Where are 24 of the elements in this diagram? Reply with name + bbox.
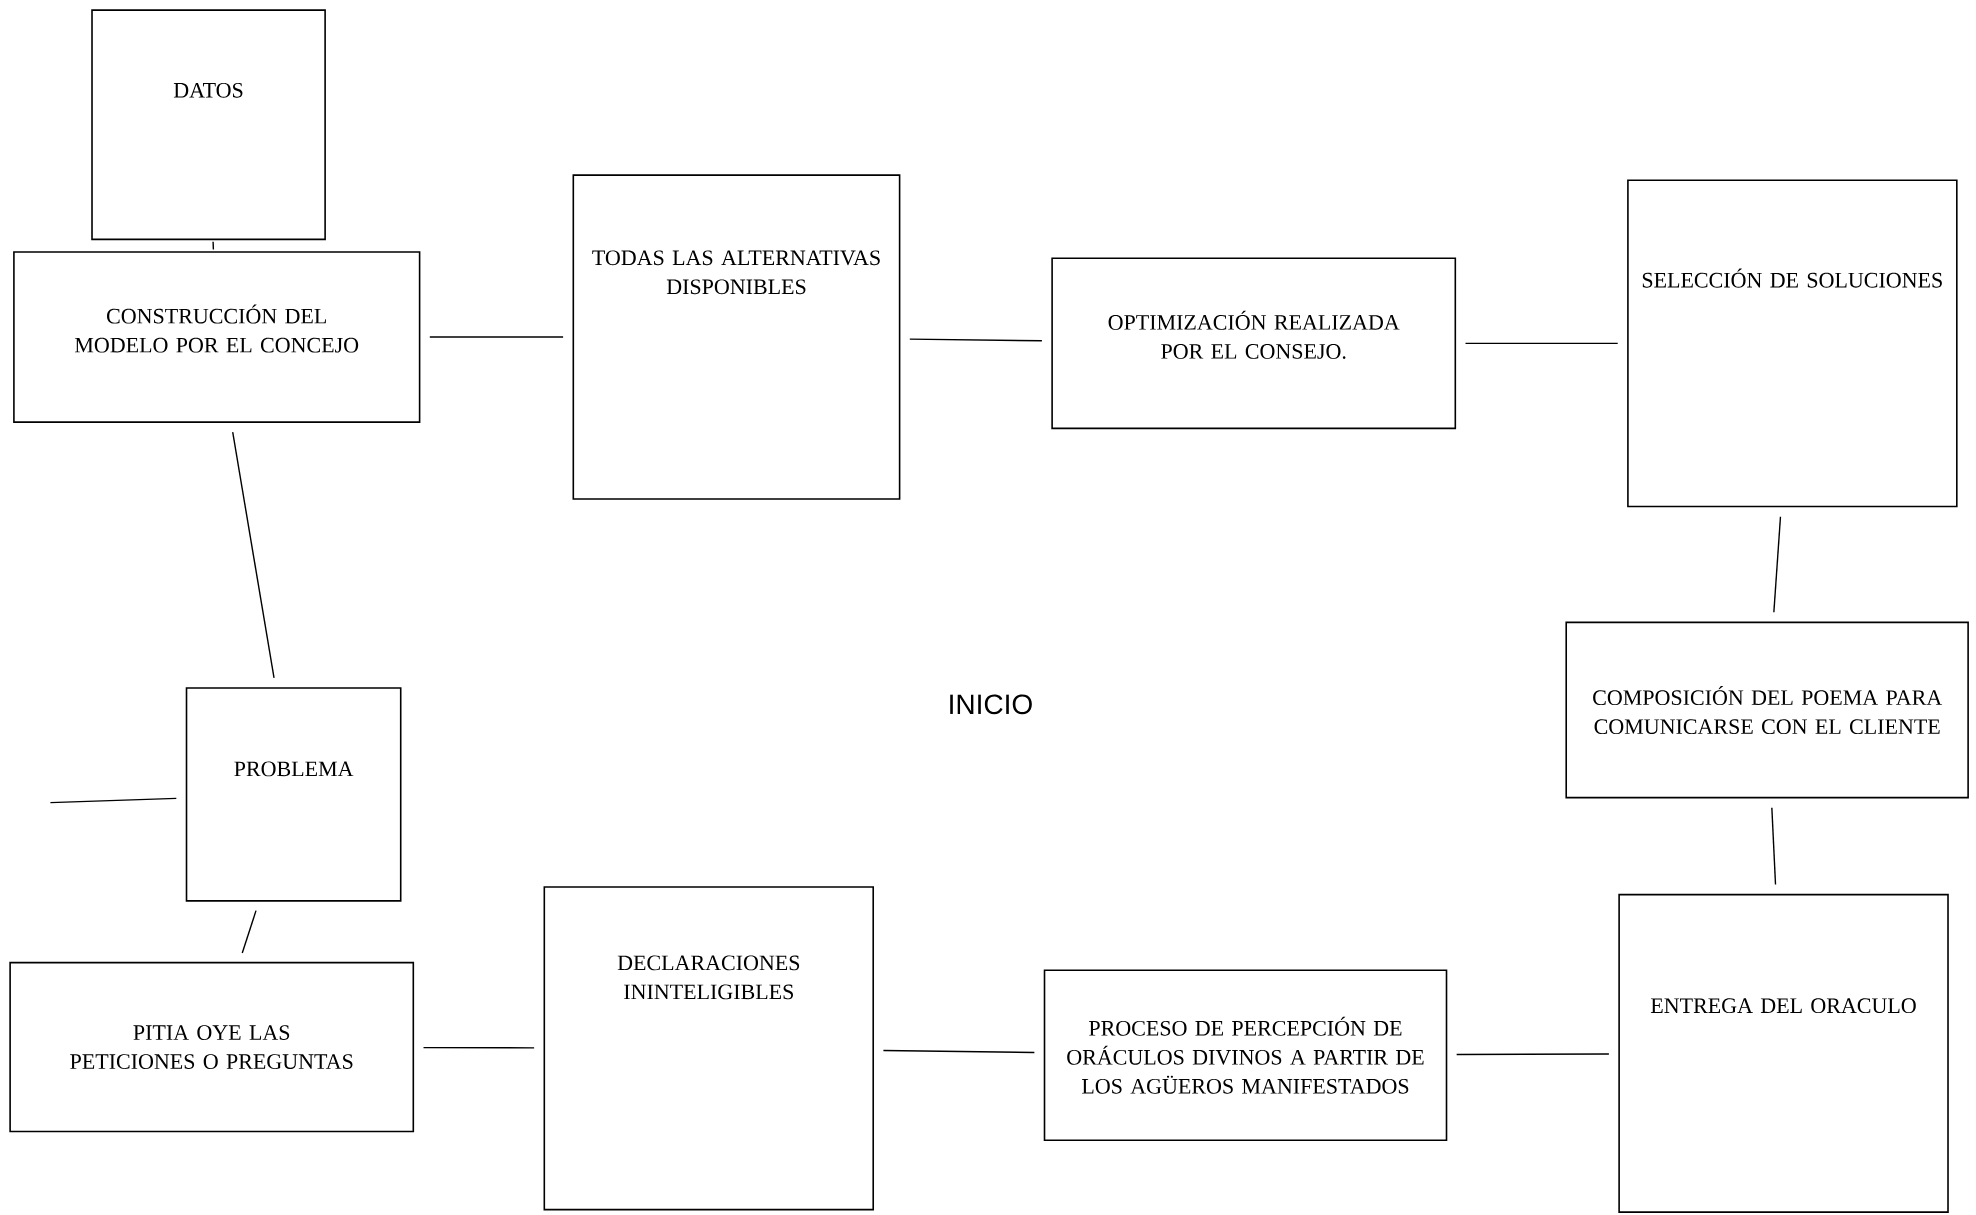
process-box: TODAS LAS ALTERNATIVAS DISPONIBLES xyxy=(572,174,901,500)
start-label: INICIO xyxy=(950,694,1032,715)
connector-line xyxy=(241,909,257,954)
connector-line xyxy=(1773,515,1782,613)
connector-line xyxy=(1455,1053,1610,1056)
connector-line xyxy=(49,797,177,804)
connector-line xyxy=(232,431,275,679)
connector-line xyxy=(422,1046,535,1049)
process-box: COMPOSICIÓN DEL POEMA PARA COMUNICARSE CON EL CLIENTE xyxy=(1565,621,1969,799)
connector-line xyxy=(882,1049,1036,1054)
process-box: PROBLEMA xyxy=(185,687,402,902)
connector-line xyxy=(429,336,564,338)
connector-line xyxy=(1771,807,1777,886)
process-box: SELECCIÓN DE SOLUCIONES xyxy=(1627,179,1958,508)
connector-line xyxy=(909,338,1043,342)
connector-line xyxy=(212,241,215,251)
process-box: PITIA OYE LAS PETICIONES O PREGUNTAS xyxy=(9,961,415,1133)
process-box: CONSTRUCCIÓN DEL MODELO POR EL CONCEJO xyxy=(13,251,421,423)
process-box: ENTREGA DEL ORACULO xyxy=(1618,893,1949,1213)
process-box: PROCESO DE PERCEPCIÓN DE ORÁCULOS DIVINOS A PARTIR DE LOS AGÜEROS MANIFESTADOS xyxy=(1043,969,1448,1142)
process-box: DECLARACIONES ININTELIGIBLES xyxy=(543,886,874,1211)
connector-line xyxy=(1464,342,1619,345)
process-box: DATOS xyxy=(91,9,326,241)
process-box: OPTIMIZACIÓN REALIZADA POR EL CONSEJO. xyxy=(1051,257,1457,430)
